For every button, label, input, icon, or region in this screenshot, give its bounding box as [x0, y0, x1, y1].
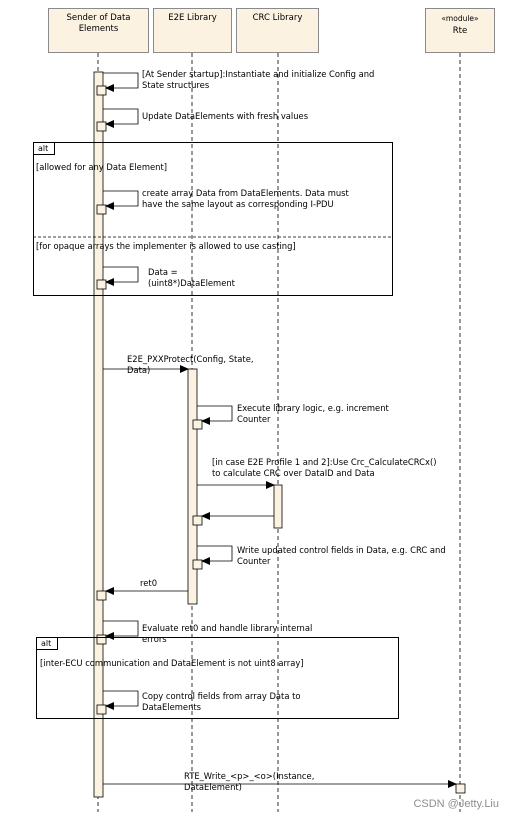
- message-evaluate-label: Evaluate ret0 and handle library interna…: [142, 623, 313, 644]
- alt-frame-2: alt: [36, 637, 399, 719]
- message-copy-fields-label: Copy control fields from array Data to D…: [142, 691, 301, 712]
- message-init-label: [At Sender startup]:Instantiate and init…: [142, 69, 375, 90]
- selfcall-arrow-8: [103, 690, 139, 710]
- message-create-array-label: create array Data from DataElements. Dat…: [142, 188, 349, 209]
- message-ret0-label: ret0: [140, 578, 158, 588]
- alt-frame-2-guard-1: [inter-ECU communication and DataElement…: [40, 658, 304, 668]
- activation-e2e: [187, 368, 198, 605]
- alt-frame-1-guard-2: [for opaque arrays the implementer is al…: [36, 241, 296, 251]
- selfcall-arrow-5: [197, 405, 233, 425]
- selfcall-box-7: [192, 559, 203, 570]
- message-rte-write-label: RTE_Write_<p>_<o>(Instance, DataElement): [184, 771, 315, 792]
- selfcall-box-1: [96, 85, 107, 96]
- selfcall-box-5: [192, 419, 203, 430]
- lifeline-sender-label: Sender of Data Elements: [66, 13, 131, 34]
- selfcall-box-11: [455, 783, 466, 794]
- message-cast-label: Data = (uint8*)DataElement: [148, 267, 235, 288]
- lifeline-e2e-label: E2E Library: [168, 13, 217, 23]
- lifeline-rte-stereotype: «module»: [441, 14, 479, 23]
- lifeline-rte-header: «module» Rte: [425, 8, 495, 53]
- lifeline-e2e-header: E2E Library: [153, 8, 232, 53]
- selfcall-arrow-4: [103, 266, 139, 286]
- selfcall-arrow-7: [103, 620, 139, 640]
- alt-frame-1: alt: [33, 142, 393, 296]
- message-crc-calc-label: [in case E2E Profile 1 and 2]:Use Crc_Ca…: [212, 457, 437, 478]
- lifeline-crc-label: CRC Library: [252, 13, 303, 23]
- lifeline-sender-header: Sender of Data Elements: [48, 8, 149, 53]
- alt-frame-1-tag: alt: [34, 143, 56, 155]
- activation-sender: [93, 71, 104, 798]
- watermark: CSDN @Jetty.Liu: [413, 798, 499, 810]
- alt-frame-2-tag: alt: [37, 638, 59, 650]
- activation-crc: [273, 484, 283, 529]
- message-execute-logic-label: Execute library logic, e.g. increment Co…: [237, 403, 389, 424]
- selfcall-arrow-3: [103, 190, 139, 210]
- message-write-fields-label: Write updated control fields in Data, e.…: [237, 545, 446, 566]
- lifeline-crc-header: CRC Library: [236, 8, 319, 53]
- selfcall-box-8: [96, 590, 107, 601]
- selfcall-arrow-1: [103, 72, 139, 92]
- selfcall-arrow-6: [197, 545, 233, 565]
- lifeline-rte-label: Rte: [452, 26, 468, 36]
- alt-frame-1-guard-1: [allowed for any Data Element]: [36, 162, 167, 172]
- message-e2e-protect-label: E2E_PXXProtect(Config, State, Data): [127, 354, 254, 375]
- selfcall-box-2: [96, 121, 107, 132]
- selfcall-box-6: [192, 515, 203, 526]
- message-update-label: Update DataElements with fresh values: [142, 111, 309, 121]
- selfcall-arrow-2: [103, 108, 139, 128]
